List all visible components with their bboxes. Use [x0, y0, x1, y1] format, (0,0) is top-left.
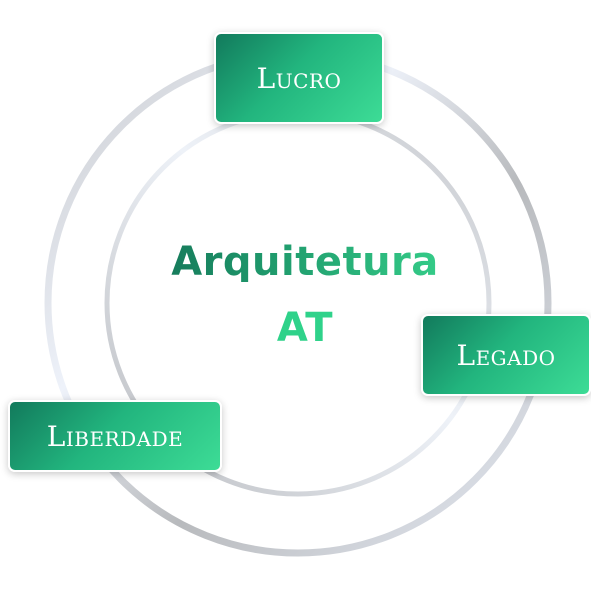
- node-legado-label: Legado: [456, 338, 556, 372]
- node-lucro-label: Lucro: [256, 61, 342, 95]
- node-liberdade: Liberdade: [8, 400, 222, 472]
- node-legado: Legado: [421, 314, 591, 396]
- center-title-line2: AT: [276, 305, 334, 351]
- center-title-line1: Arquitetura: [140, 242, 470, 282]
- node-lucro: Lucro: [214, 32, 384, 124]
- node-liberdade-label: Liberdade: [46, 419, 184, 453]
- center-title: Arquitetura AT: [140, 242, 470, 348]
